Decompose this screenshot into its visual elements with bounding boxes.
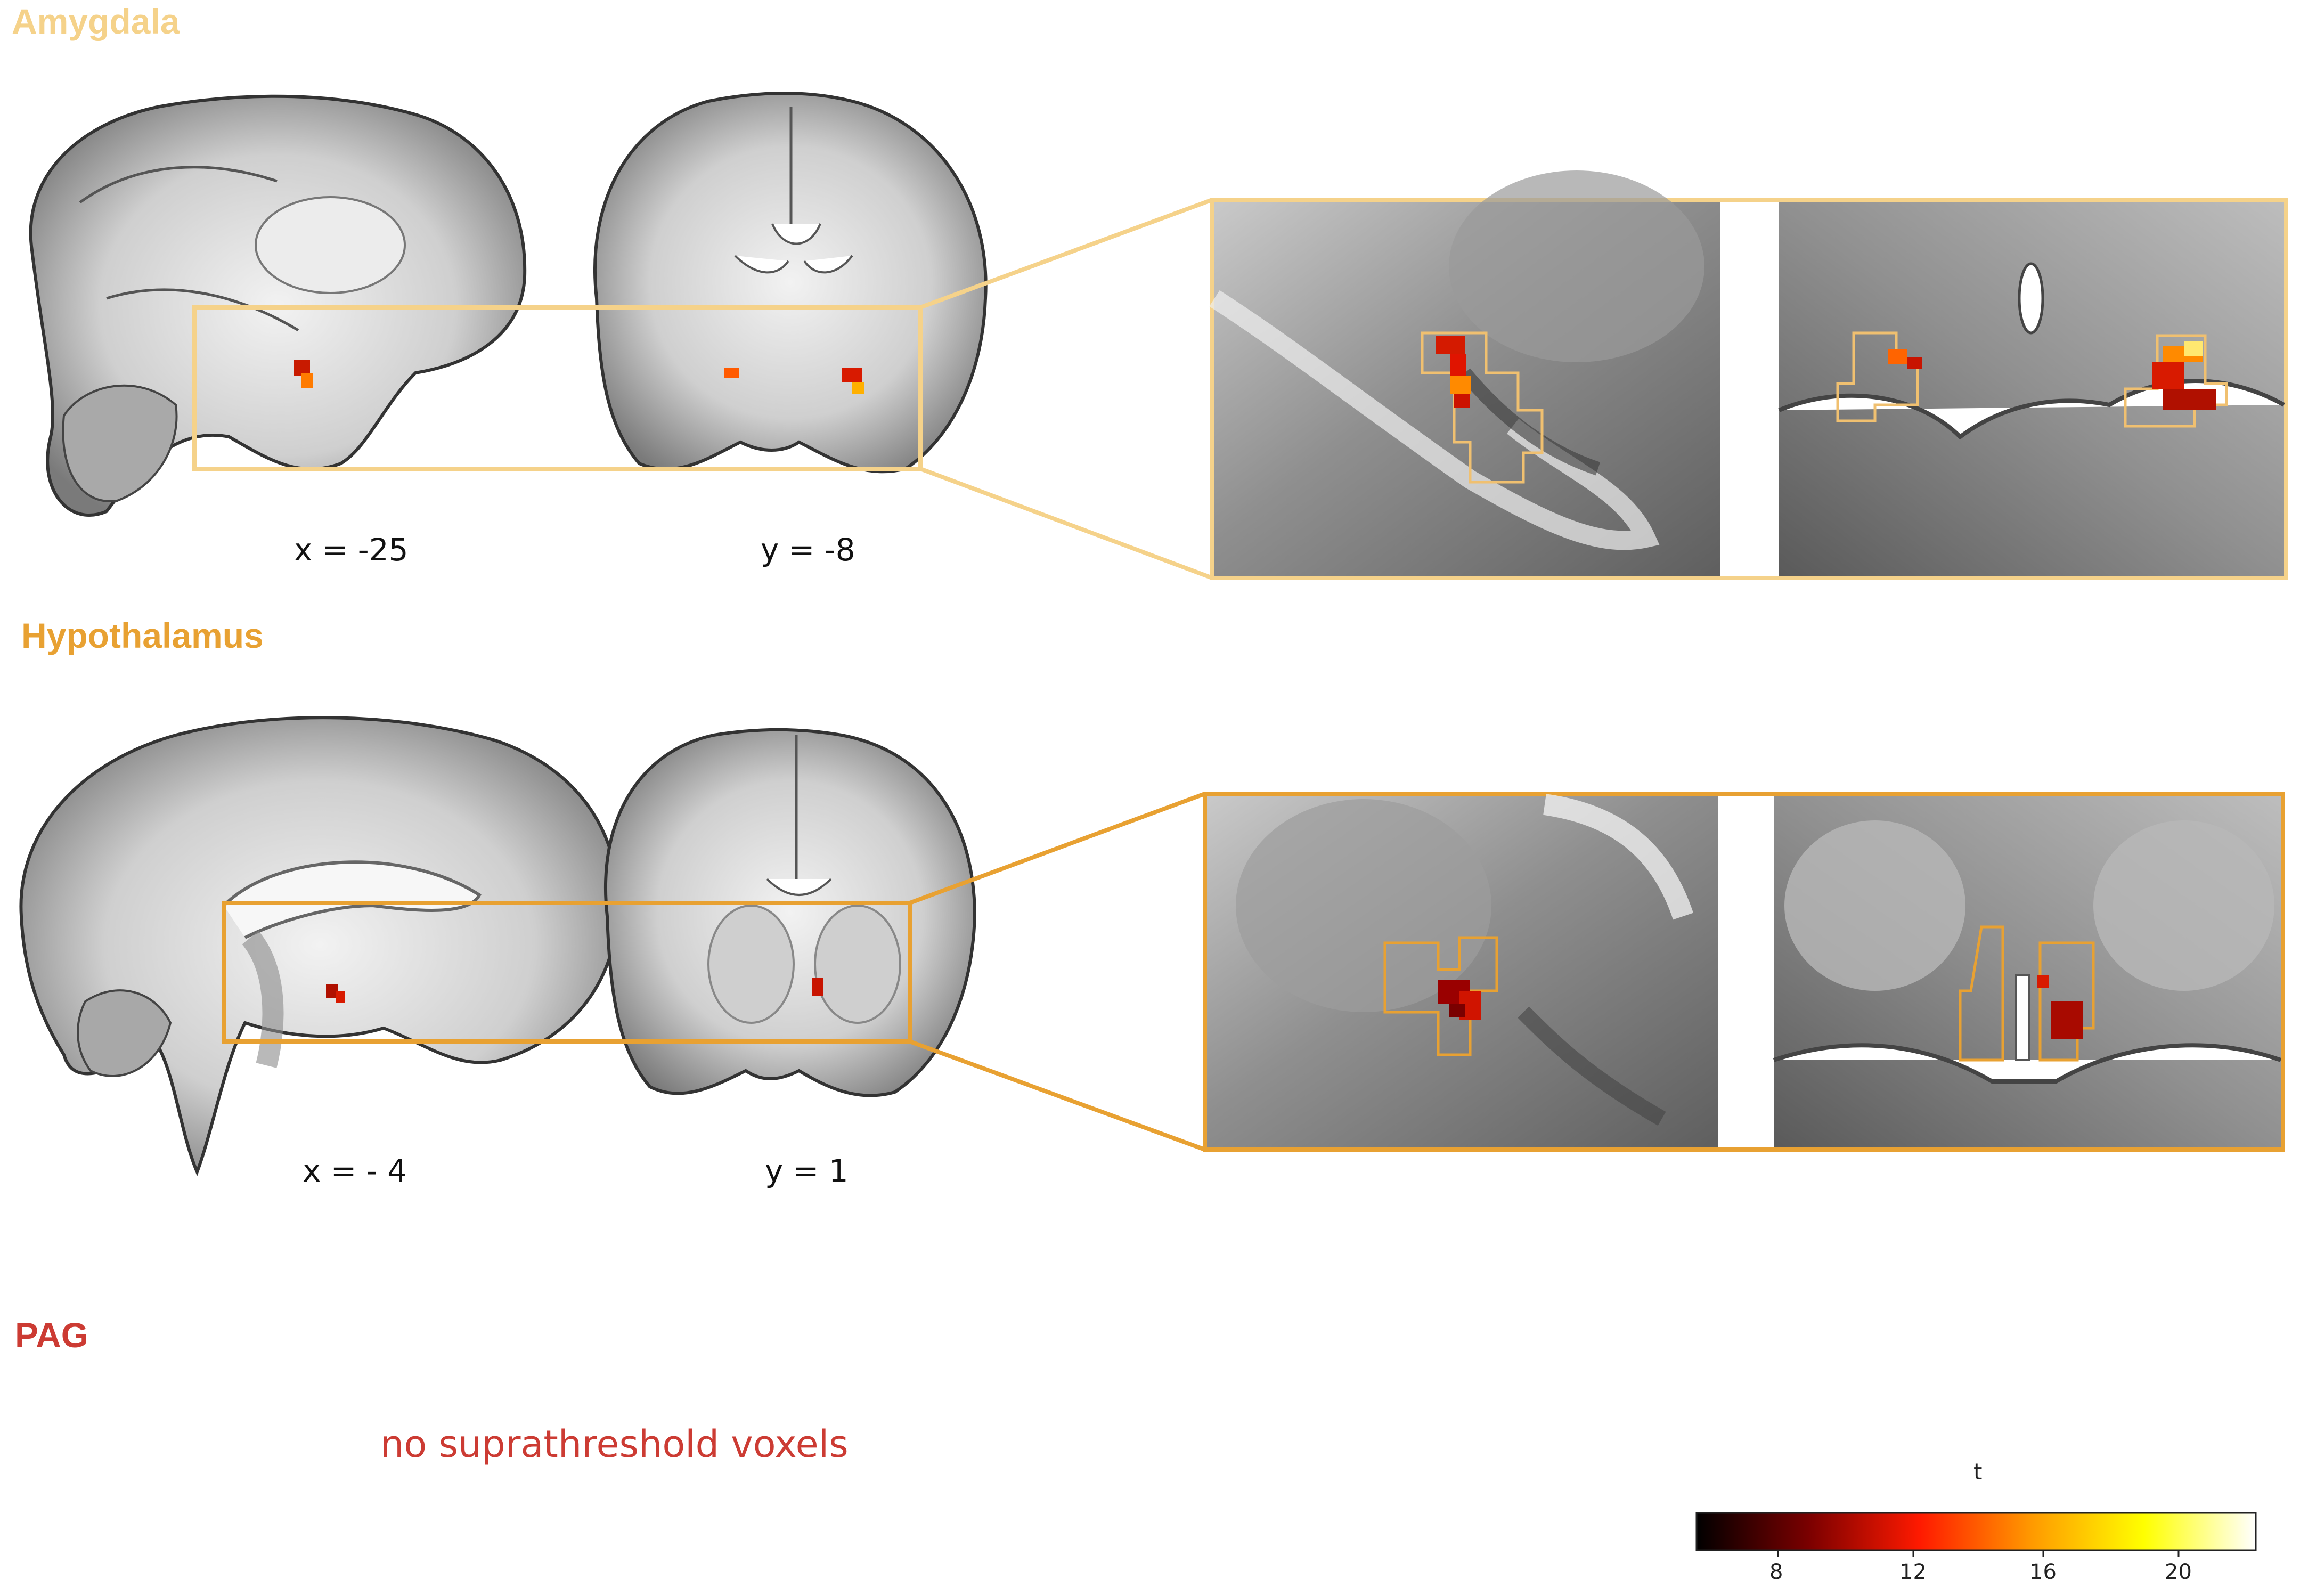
hypothalamus-sagittal-slice xyxy=(19,716,620,1177)
pag-title: PAG xyxy=(15,1315,89,1355)
amygdala-title: Amygdala xyxy=(12,2,180,41)
colorbar-tick-label-20: 20 xyxy=(2165,1560,2192,1584)
hypothalamus-coronal-slice xyxy=(603,728,977,1097)
amygdala-activation-thumb xyxy=(294,360,864,394)
hypothalamus-coronal-label: y = 1 xyxy=(765,1153,849,1189)
colorbar-tick-label-16: 16 xyxy=(2029,1560,2057,1584)
amygdala-coronal-slice xyxy=(593,92,988,474)
amygdala-zoom-panel xyxy=(1209,170,2288,580)
hypothalamus-sagittal-label: x = - 4 xyxy=(303,1153,407,1189)
hypothalamus-zoom-line-top xyxy=(909,792,1206,905)
hypothalamus-zoom-line-bottom xyxy=(909,1039,1206,1152)
amygdala-roi-box xyxy=(192,305,923,471)
hypothalamus-title: Hypothalamus xyxy=(21,616,264,655)
colorbar xyxy=(1695,1512,2257,1551)
colorbar-tick-label-8: 8 xyxy=(1769,1560,1783,1584)
amygdala-coronal-label: y = -8 xyxy=(761,532,855,568)
amygdala-zoom-line-top xyxy=(919,198,1213,310)
hypothalamus-activation-thumb xyxy=(326,978,823,1003)
pag-note: no suprathreshold voxels xyxy=(380,1422,849,1466)
hypothalamus-zoom-panel xyxy=(1203,792,2285,1152)
amygdala-zoom-line-bottom xyxy=(919,467,1213,580)
amygdala-sagittal-label: x = -25 xyxy=(294,532,409,568)
hypothalamus-roi-box xyxy=(222,901,912,1044)
colorbar-tick-label-12: 12 xyxy=(1899,1560,1927,1584)
colorbar-title: t xyxy=(1973,1459,1983,1485)
